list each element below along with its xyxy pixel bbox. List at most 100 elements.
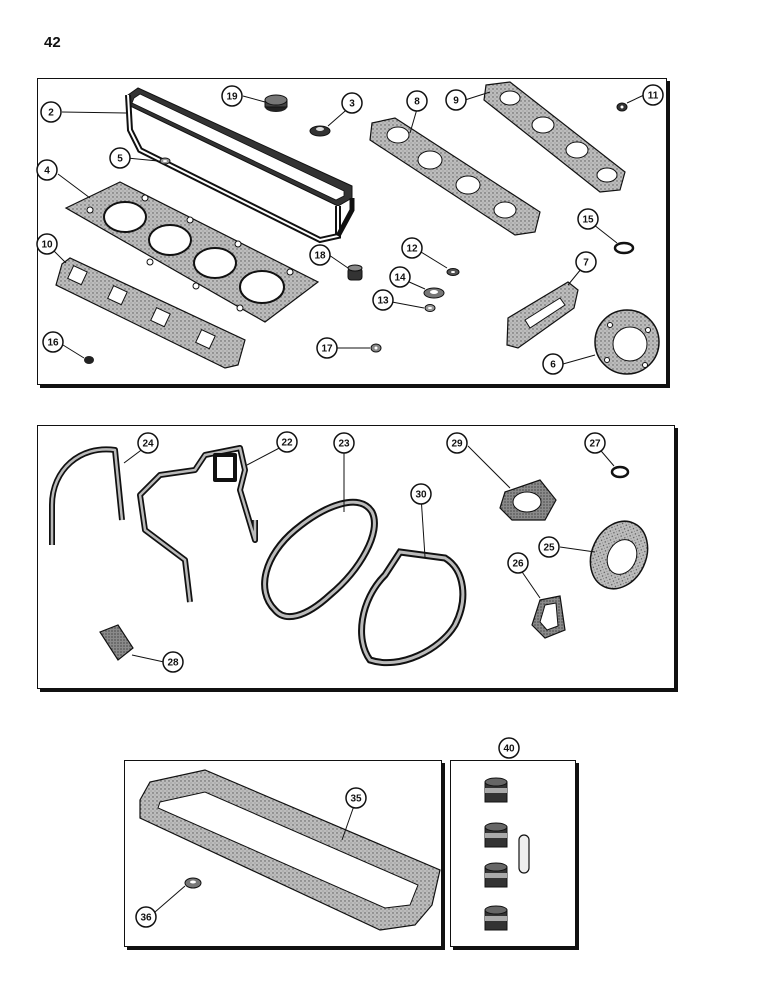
- callout-27: 27: [584, 432, 606, 454]
- valve-seal: [484, 777, 508, 803]
- callout-circle: [584, 432, 606, 454]
- callout-number: 40: [503, 744, 515, 755]
- valve-seal: [484, 822, 508, 848]
- callout-number: 4: [44, 166, 50, 177]
- valve-stem-seals: [484, 777, 530, 931]
- callout-6: 6: [542, 353, 564, 375]
- callout-number: 5: [117, 154, 123, 165]
- callout-16: 16: [42, 331, 64, 353]
- callout-14: 14: [389, 266, 411, 288]
- page-number: 42: [44, 34, 61, 51]
- valve-seal-pin: [518, 834, 530, 874]
- callout-36: 36: [135, 906, 157, 928]
- washer-12: [446, 268, 460, 276]
- callout-circle: [309, 244, 331, 266]
- callout-15: 15: [577, 208, 599, 230]
- callout-circle: [577, 208, 599, 230]
- callout-circle: [507, 552, 529, 574]
- callout-11: 11: [642, 84, 664, 106]
- front-plate-gasket-22: [137, 445, 258, 603]
- callout-12: 12: [401, 237, 423, 259]
- callout-number: 16: [47, 338, 59, 349]
- callout-18: 18: [309, 244, 331, 266]
- callout-circle: [498, 737, 520, 759]
- callout-number: 36: [140, 913, 152, 924]
- callout-number: 3: [349, 99, 355, 110]
- washer-11: [616, 102, 628, 112]
- callout-circle: [538, 536, 560, 558]
- callout-circle: [542, 353, 564, 375]
- callout-5: 5: [109, 147, 131, 169]
- callout-25: 25: [538, 536, 560, 558]
- callout-number: 7: [583, 258, 589, 269]
- callout-circle: [333, 432, 355, 454]
- washer-17: [370, 343, 382, 353]
- callout-26: 26: [507, 552, 529, 574]
- callout-number: 30: [415, 490, 427, 501]
- callout-9: 9: [445, 89, 467, 111]
- callout-17: 17: [316, 337, 338, 359]
- gasket-plate-28: [99, 624, 134, 661]
- callout-circle: [345, 787, 367, 809]
- o-ring-15: [613, 241, 635, 255]
- callout-circle: [406, 90, 428, 112]
- callout-40: 40: [498, 737, 520, 759]
- manifold-flange-gasket: [55, 257, 246, 369]
- callout-number: 14: [394, 273, 406, 284]
- callout-circle: [221, 85, 243, 107]
- callout-number: 2: [48, 108, 54, 119]
- callout-circle: [372, 289, 394, 311]
- callout-number: 9: [453, 96, 459, 107]
- callout-circle: [40, 101, 62, 123]
- callout-number: 24: [142, 439, 154, 450]
- callout-number: 12: [406, 244, 418, 255]
- callout-number: 10: [41, 240, 53, 251]
- callout-circle: [36, 233, 58, 255]
- callout-19: 19: [221, 85, 243, 107]
- gasket-29: [499, 479, 557, 521]
- grommet-18: [347, 264, 363, 281]
- callout-24: 24: [137, 432, 159, 454]
- manifold-gasket-9: [483, 81, 626, 193]
- callout-circle: [135, 906, 157, 928]
- callout-number: 22: [281, 438, 293, 449]
- washer-13: [424, 304, 436, 312]
- cylinder-head-gasket: [64, 181, 320, 323]
- callout-circle: [642, 84, 664, 106]
- callout-number: 26: [512, 559, 524, 570]
- callout-circle: [316, 337, 338, 359]
- gasket-26: [531, 595, 566, 639]
- seal-36: [184, 877, 202, 889]
- callout-circle: [401, 237, 423, 259]
- seal-washer-3: [309, 125, 331, 137]
- round-gasket-6: [594, 309, 660, 375]
- washer-14: [423, 287, 445, 299]
- washer-5: [159, 157, 171, 165]
- callout-10: 10: [36, 233, 58, 255]
- callout-4: 4: [36, 159, 58, 181]
- cover-gasket-7: [506, 281, 579, 349]
- seal-16: [84, 356, 94, 364]
- callout-number: 6: [550, 360, 556, 371]
- callout-number: 29: [451, 439, 463, 450]
- callout-circle: [162, 651, 184, 673]
- callout-13: 13: [372, 289, 394, 311]
- callout-circle: [410, 483, 432, 505]
- callout-29: 29: [446, 432, 468, 454]
- callout-number: 23: [338, 439, 350, 450]
- callout-circle: [36, 159, 58, 181]
- callout-circle: [389, 266, 411, 288]
- callout-circle: [276, 431, 298, 453]
- callout-2: 2: [40, 101, 62, 123]
- callout-number: 8: [414, 97, 420, 108]
- callout-number: 28: [167, 658, 179, 669]
- callout-30: 30: [410, 483, 432, 505]
- cover-gasket-23: [261, 498, 378, 621]
- callout-circle: [137, 432, 159, 454]
- panel-lower-right: [450, 760, 576, 947]
- round-gasket-25: [589, 520, 649, 590]
- callout-number: 35: [350, 794, 362, 805]
- callout-number: 19: [226, 92, 238, 103]
